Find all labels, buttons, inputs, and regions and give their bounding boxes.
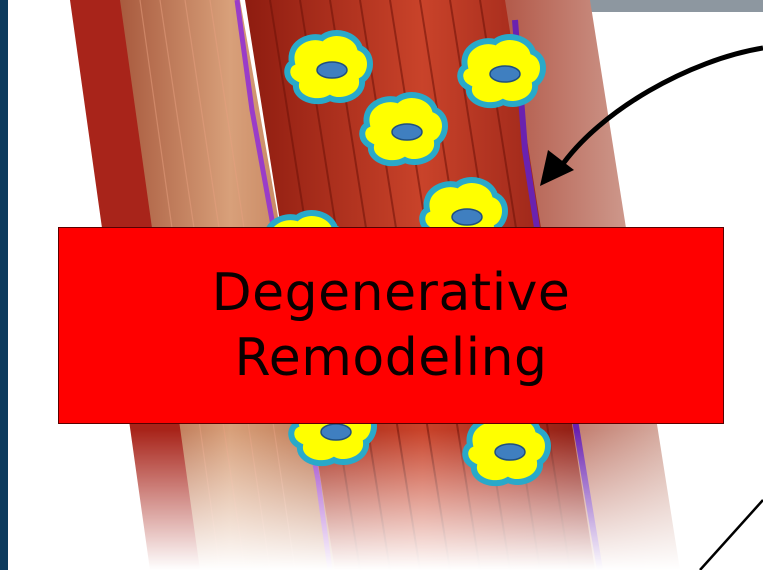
cell-icon <box>362 95 445 163</box>
cell-icon <box>465 415 548 483</box>
cell-icon <box>460 37 543 105</box>
cell-icon <box>287 33 370 101</box>
label-line-1: Degenerative <box>212 261 571 326</box>
label-line-2: Remodeling <box>234 326 547 391</box>
degenerative-remodeling-label: Degenerative Remodeling <box>58 227 724 424</box>
